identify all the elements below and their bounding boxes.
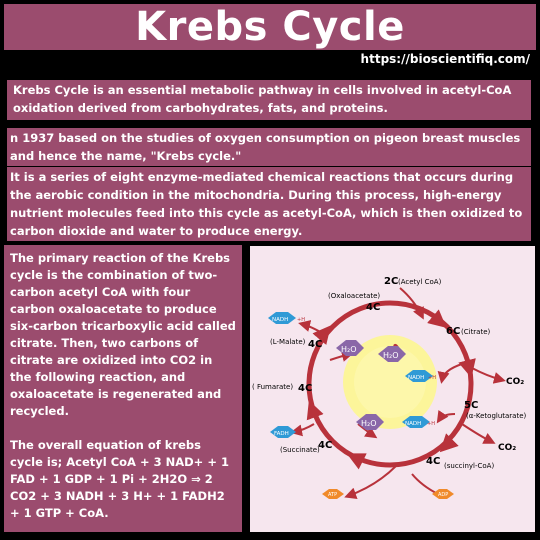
adp-label: ADP bbox=[438, 492, 448, 498]
co2-label-1: CO₂ bbox=[506, 377, 524, 387]
succinate-label: (Succinate) bbox=[280, 446, 320, 454]
center-mitochondria-core bbox=[354, 346, 426, 418]
fadh-arrow bbox=[290, 423, 315, 437]
nadh-label-upper-right: NADH bbox=[408, 375, 424, 381]
ring-arrow-6 bbox=[312, 325, 331, 345]
acetyl-coa-label: (Acetyl CoA) bbox=[398, 278, 442, 286]
ring-arrow-5 bbox=[306, 400, 324, 421]
primary-reaction-text: The primary reaction of the Krebs cycle … bbox=[10, 251, 236, 418]
ketoglutarate-label: (α-Ketoglutarate) bbox=[466, 412, 527, 420]
adp-molecule: ADP bbox=[432, 489, 454, 499]
malate-label: (L-Malate) bbox=[270, 338, 306, 346]
oxaloacetate-count: 4C bbox=[366, 302, 380, 313]
h2o-arrow-3 bbox=[357, 423, 378, 439]
title-banner: Krebs Cycle bbox=[4, 4, 536, 50]
citrate-count: 6C bbox=[446, 326, 460, 337]
krebs-cycle-diagram: NADH +H NADH +H NADH +H FADH H₂O H₂O bbox=[250, 246, 535, 532]
atp-molecule: ATP bbox=[322, 489, 344, 499]
cycle-svg: NADH +H NADH +H NADH +H FADH H₂O H₂O bbox=[252, 276, 527, 499]
reaction-panel: The primary reaction of the Krebs cycle … bbox=[4, 245, 242, 532]
nadh-plus-lower-right: +H bbox=[427, 421, 435, 427]
ring-arrow-3 bbox=[439, 433, 459, 453]
ring-arrow-4 bbox=[346, 453, 367, 470]
acetyl-entry-arrow bbox=[399, 287, 424, 320]
ketoglutarate-count: 5C bbox=[464, 400, 478, 411]
nadh-plus-left: +H bbox=[297, 317, 305, 323]
h2o-molecule-left: H₂O bbox=[336, 340, 364, 356]
h2o-label-left: H₂O bbox=[341, 345, 357, 354]
ring-arrow-2 bbox=[458, 358, 476, 378]
fadh-label: FADH bbox=[274, 431, 289, 437]
nadh-label-left: NADH bbox=[272, 317, 288, 323]
nadh-arrow-1 bbox=[437, 363, 463, 384]
fadh-molecule: FADH bbox=[270, 426, 296, 438]
acetyl-coa-count: 2C bbox=[384, 276, 398, 287]
cycle-ring bbox=[306, 300, 474, 468]
nadh-molecule-lower-right: NADH +H bbox=[402, 416, 435, 428]
fumarate-count: 4C bbox=[298, 383, 312, 394]
succinyl-count: 4C bbox=[426, 456, 440, 467]
intro-paragraph: Krebs Cycle is an essential metabolic pa… bbox=[4, 80, 531, 120]
atp-label: ATP bbox=[328, 492, 337, 498]
malate-count: 4C bbox=[308, 339, 322, 350]
succinate-count: 4C bbox=[318, 440, 332, 451]
co2-release-arrow-2 bbox=[461, 423, 496, 444]
co2-label-2: CO₂ bbox=[498, 443, 516, 453]
fumarate-label: ( Fumarate) bbox=[252, 383, 293, 391]
nadh-label-lower-right: NADH bbox=[405, 421, 421, 427]
nadh-arrow-2 bbox=[436, 410, 456, 424]
nadh-molecule-upper-right: NADH +H bbox=[405, 370, 436, 382]
history-paragraph: n 1937 based on the studies of oxygen co… bbox=[4, 128, 531, 166]
nadh-molecule-left: NADH +H bbox=[268, 312, 305, 324]
h2o-label-lower: H₂O bbox=[361, 419, 377, 428]
atp-arrow bbox=[344, 465, 397, 499]
source-url[interactable]: https://bioscientifiq.com/ bbox=[360, 52, 530, 66]
adp-arrow bbox=[411, 473, 439, 495]
citrate-label: (Citrate) bbox=[461, 328, 491, 336]
nadh-plus-upper-right: +H bbox=[428, 375, 436, 381]
oxaloacetate-label: (Oxaloacetate) bbox=[328, 292, 380, 300]
succinyl-label: (succinyl-CoA) bbox=[444, 462, 494, 470]
h2o-molecule-lower: H₂O bbox=[356, 414, 384, 430]
h2o-molecule-center: H₂O bbox=[378, 346, 406, 362]
description-paragraph: It is a series of eight enzyme-mediated … bbox=[4, 167, 531, 241]
nadh-arrow-3 bbox=[298, 320, 325, 335]
h2o-label-center: H₂O bbox=[383, 351, 399, 360]
page-title: Krebs Cycle bbox=[135, 4, 405, 50]
overall-equation-text: The overall equation of krebs cycle is; … bbox=[10, 438, 229, 520]
co2-release-arrow-1 bbox=[471, 367, 506, 384]
ring-arrow-1 bbox=[427, 309, 447, 328]
